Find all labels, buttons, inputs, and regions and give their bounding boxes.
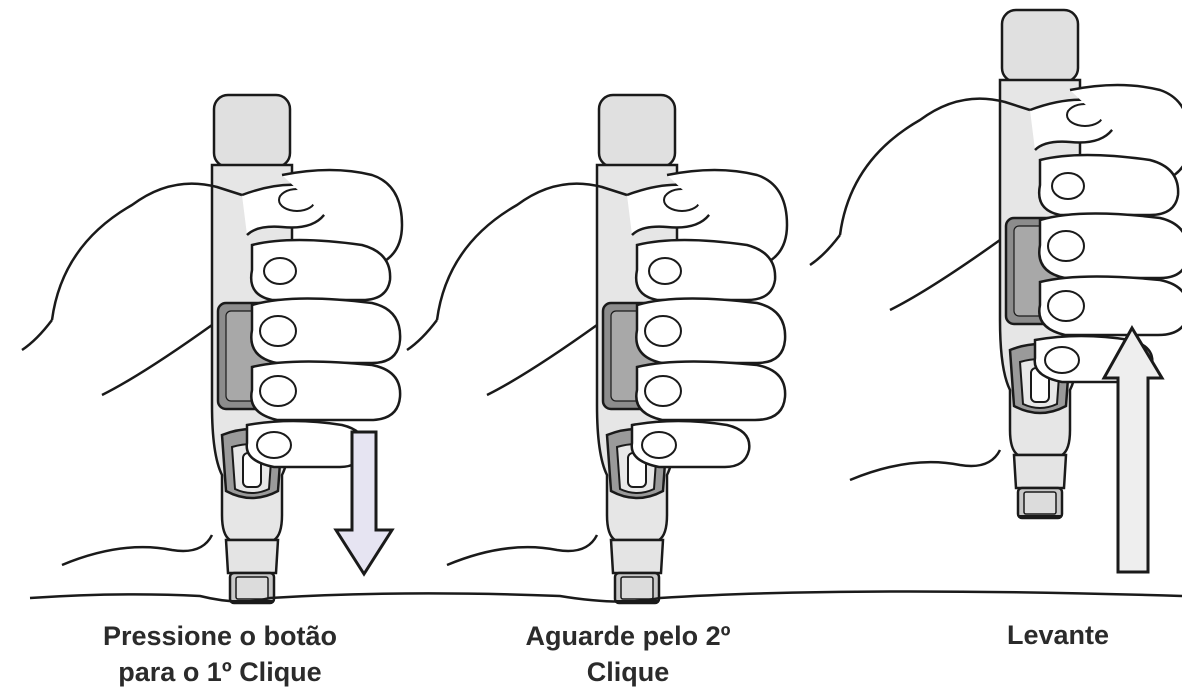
caption-line: Clique [586,657,670,687]
step-1-figure [20,93,404,605]
caption-line: Aguarde pelo 2º [525,621,731,651]
caption-line: Pressione o botão [102,621,338,651]
step-1-caption: Pressione o botão para o 1º Clique [70,618,370,690]
caption-line: para o 1º Clique [118,657,322,687]
arrow-down-icon [333,430,395,577]
step-2-caption: Aguarde pelo 2º Clique [478,618,778,690]
caption-line: Levante [1006,620,1110,650]
step-2-figure [405,93,789,605]
step-3-caption: Levante [958,617,1158,653]
arrow-up-icon [1101,325,1165,574]
skin-surface-line [29,590,1182,603]
